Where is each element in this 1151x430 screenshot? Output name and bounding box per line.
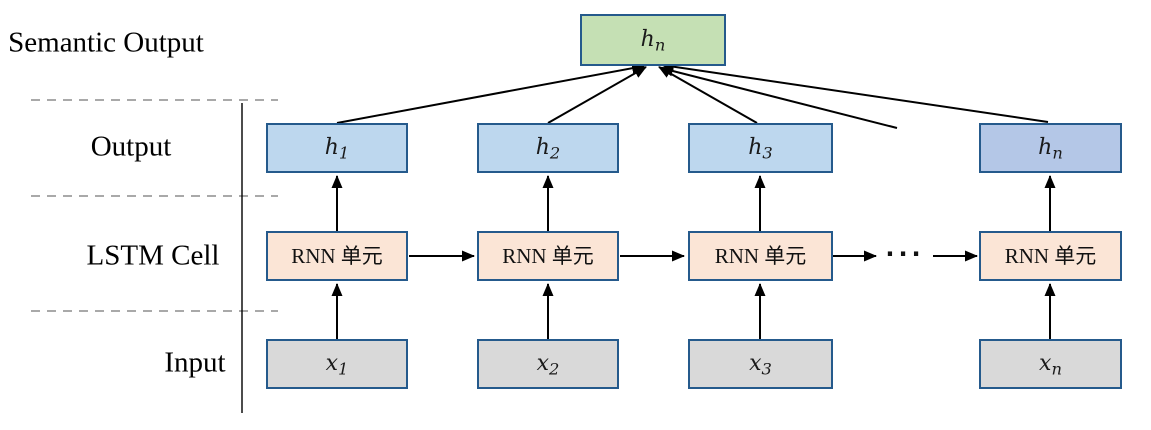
node-h2-label: h2: [535, 135, 561, 162]
node-x3: x3: [688, 339, 833, 389]
fan-line-h2: [547, 66, 647, 124]
label-base: h: [748, 135, 763, 160]
label-sub: 1: [338, 359, 349, 379]
node-h1-label: h1: [324, 135, 350, 162]
node-rnn-cell-1: RNN 单元: [266, 231, 408, 281]
label-base: h: [640, 27, 655, 52]
node-rnn-cell-3-label: RNN 单元: [714, 243, 807, 268]
input-to-cell-arrows: [331, 283, 1056, 339]
label-sub: 3: [761, 359, 772, 379]
fan-line-ellipsis: [660, 65, 898, 129]
node-rnn-cell-2-label: RNN 单元: [502, 243, 594, 268]
cell-to-output-arrows: [331, 175, 1056, 231]
node-rnn-cell-2: RNN 单元: [477, 231, 619, 281]
label-base: x: [536, 351, 550, 376]
row-label-lstm-cell: LSTM Cell: [86, 239, 220, 272]
node-h3: h3: [688, 123, 833, 173]
label-sub: 2: [549, 143, 561, 163]
node-x2-label: x2: [536, 351, 560, 378]
label-sub: 2: [549, 359, 560, 379]
node-x1: x1: [266, 339, 408, 389]
node-semantic-hn: hn: [580, 14, 726, 66]
node-rnn-cell-3: RNN 单元: [688, 231, 833, 281]
fan-lines-to-semantic-output: [336, 61, 1049, 129]
ellipsis: ···: [885, 240, 925, 268]
node-xn-label: xn: [1039, 351, 1062, 378]
node-h1: h1: [266, 123, 408, 173]
label-sub: 1: [338, 143, 350, 163]
node-x3-label: x3: [749, 351, 772, 378]
label-sub: n: [1052, 143, 1063, 163]
label-sub: n: [654, 35, 666, 55]
node-h3-label: h3: [748, 135, 773, 162]
node-semantic-hn-label: hn: [640, 27, 666, 54]
node-x1-label: x1: [325, 351, 349, 378]
label-base: h: [535, 135, 550, 160]
node-hn-label: hn: [1038, 135, 1063, 162]
label-sub: n: [1051, 359, 1062, 379]
node-x2: x2: [477, 339, 619, 389]
label-sub: 3: [762, 143, 773, 163]
label-base: h: [324, 135, 339, 160]
label-base: x: [1039, 351, 1052, 376]
fan-line-h1: [336, 62, 645, 124]
row-label-input: Input: [164, 346, 226, 379]
fan-line-hn: [661, 61, 1049, 123]
node-xn: xn: [979, 339, 1122, 389]
fan-line-h3: [658, 66, 758, 124]
label-base: x: [325, 351, 339, 376]
node-rnn-cell-1-label: RNN 单元: [291, 243, 383, 268]
node-rnn-cell-4: RNN 单元: [979, 231, 1122, 281]
node-hn: hn: [979, 123, 1122, 173]
row-label-semantic-output: Semantic Output: [8, 26, 204, 59]
label-base: h: [1038, 135, 1053, 160]
label-base: x: [749, 351, 762, 376]
node-h2: h2: [477, 123, 619, 173]
row-label-output: Output: [90, 130, 172, 163]
node-rnn-cell-4-label: RNN 单元: [1004, 243, 1097, 268]
